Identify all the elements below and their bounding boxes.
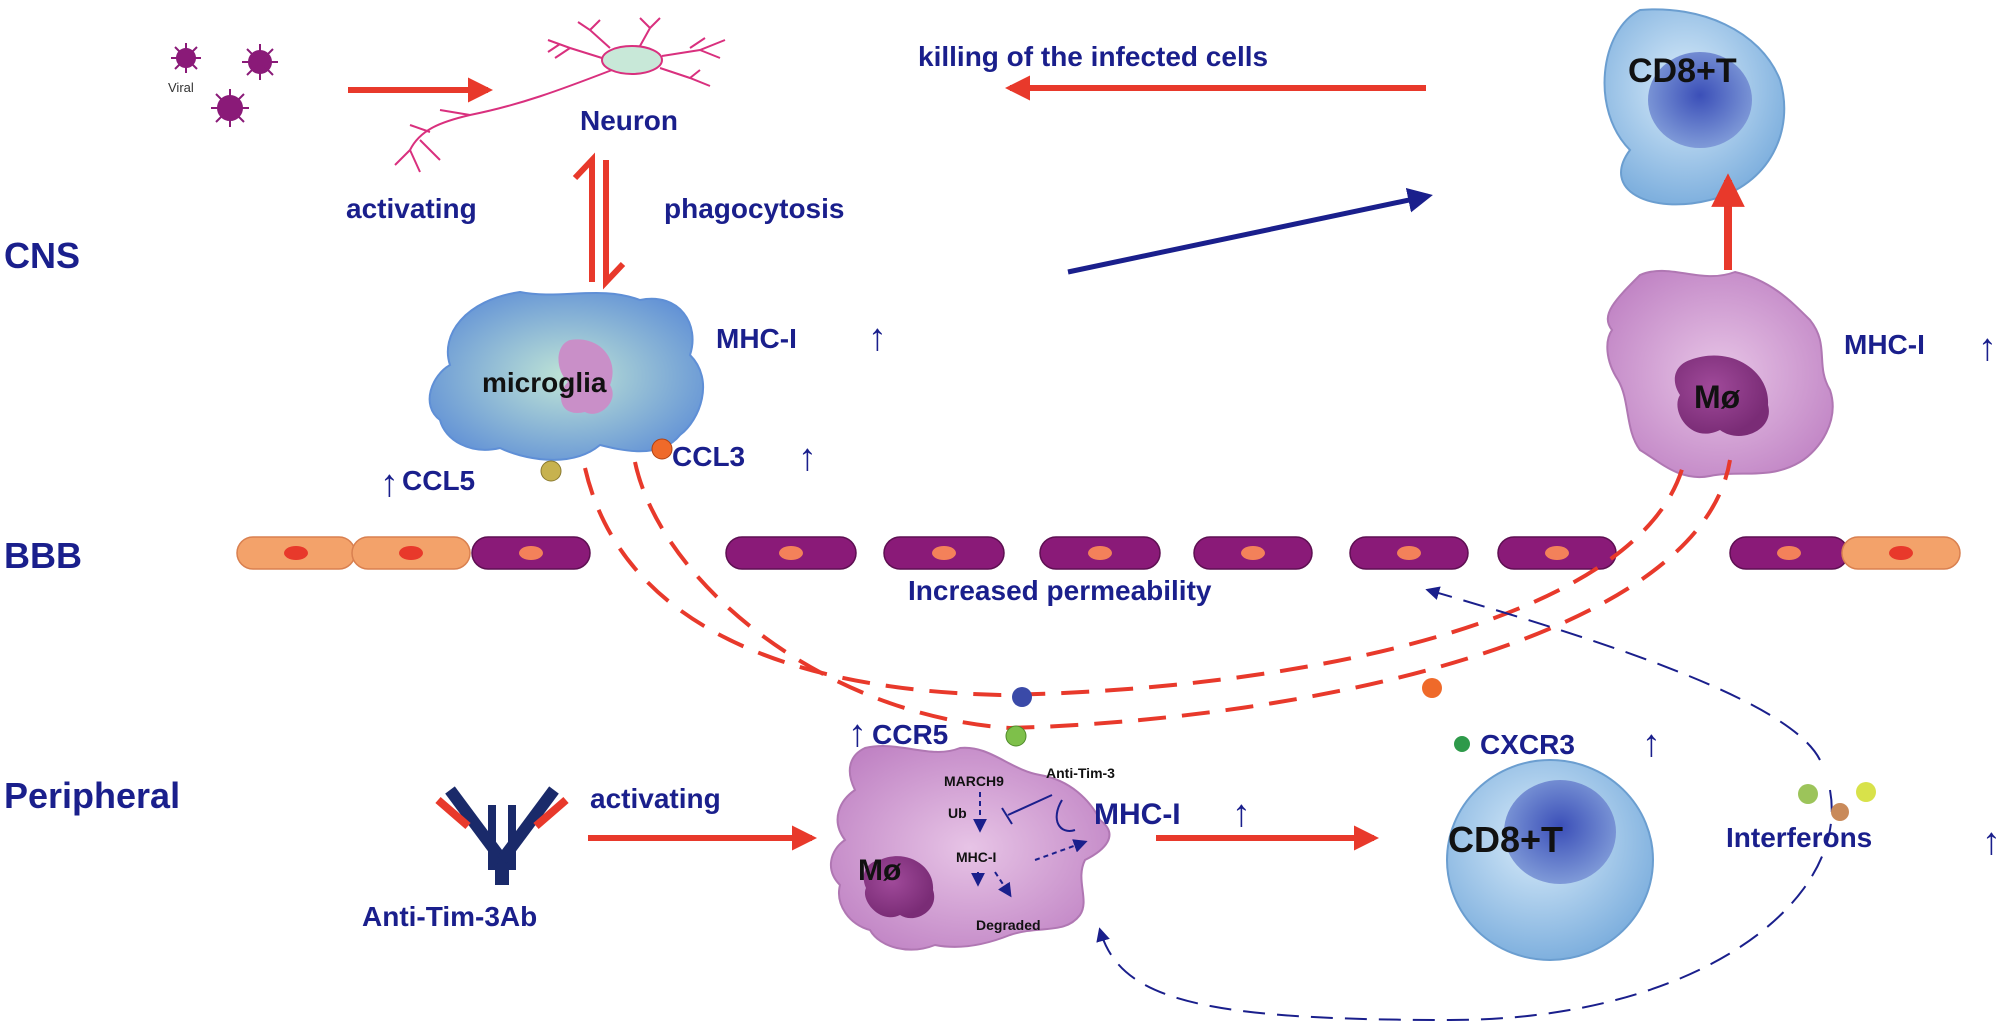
bbb-cell-nucleus bbox=[1777, 546, 1801, 560]
bbb-cell-nucleus bbox=[1889, 546, 1913, 560]
ccr5-label: CCR5 bbox=[872, 719, 948, 750]
migrating-molecule-orange bbox=[1422, 678, 1442, 698]
cell-migration-curves bbox=[583, 457, 1732, 731]
region-peripheral-label: Peripheral bbox=[4, 775, 180, 816]
microglia-cell bbox=[428, 290, 705, 461]
interferons-label: Interferons bbox=[1726, 822, 1872, 853]
mhc-periph-up-arrow: ↑ bbox=[1232, 793, 1251, 835]
cd8-t-cns-label: CD8+T bbox=[1628, 52, 1737, 90]
ccl5-up-arrow: ↑ bbox=[380, 463, 399, 505]
cd8-t-cell-cns bbox=[1603, 8, 1786, 206]
mac-periph-label: Mø bbox=[858, 854, 902, 887]
bbb-cell-nucleus bbox=[1241, 546, 1265, 560]
region-bbb-label: BBB bbox=[4, 535, 82, 576]
virus-label: Viral bbox=[168, 80, 194, 95]
mhc-mac-cns-label: MHC-I bbox=[1844, 329, 1925, 360]
activating-phagocytosis-harpoons bbox=[572, 152, 626, 290]
interferon-molecule-brown bbox=[1831, 803, 1849, 821]
macrophage-peripheral-cell bbox=[830, 745, 1111, 951]
mhc-periph-label: MHC-I bbox=[1094, 798, 1181, 831]
bbb-cell-nucleus bbox=[284, 546, 308, 560]
mhc-inner-label: MHC-I bbox=[956, 849, 996, 865]
march9-pathway-arrows bbox=[971, 792, 1012, 898]
interferon-molecule-green bbox=[1798, 784, 1818, 804]
bbb-cell-nucleus bbox=[779, 546, 803, 560]
mac-cns-label: Mø bbox=[1694, 379, 1741, 415]
macrophage-cns-cell bbox=[1606, 269, 1834, 479]
region-cns-label: CNS bbox=[4, 235, 80, 276]
mhc-microglia-up-arrow: ↑ bbox=[868, 317, 887, 359]
ub-label: Ub bbox=[948, 805, 967, 821]
anti-tim3-label: Anti-Tim-3 bbox=[1046, 765, 1115, 781]
activating-label-top: activating bbox=[346, 193, 477, 224]
ccl3-molecule bbox=[651, 438, 673, 460]
ccl5-label: CCL5 bbox=[402, 465, 475, 496]
interferon-molecule-yellow bbox=[1856, 782, 1876, 802]
phagocytosis-label: phagocytosis bbox=[664, 193, 844, 224]
virus-icon bbox=[171, 43, 278, 127]
mhc-microglia-label: MHC-I bbox=[716, 323, 797, 354]
ccr5-molecule bbox=[1005, 725, 1027, 747]
activating-label-periph: activating bbox=[590, 783, 721, 814]
ccr5-up-arrow: ↑ bbox=[848, 713, 867, 755]
degraded-label: Degraded bbox=[976, 917, 1041, 933]
cd8-t-cell-peripheral bbox=[1446, 759, 1654, 961]
cd8-t-periph-label: CD8+T bbox=[1448, 819, 1563, 860]
antibody-label: Anti-Tim-3Ab bbox=[362, 901, 537, 932]
interferons-up-arrow: ↑ bbox=[1982, 821, 2001, 863]
killing-label: killing of the infected cells bbox=[918, 41, 1268, 72]
antibody-icon bbox=[435, 786, 569, 885]
ccl5-molecule bbox=[540, 460, 562, 482]
march9-label: MARCH9 bbox=[944, 773, 1004, 789]
cxcr3-molecule bbox=[1454, 736, 1470, 752]
cxcr3-label: CXCR3 bbox=[1480, 729, 1575, 760]
bbb-cell-nucleus bbox=[1545, 546, 1569, 560]
bbb-cell-nucleus bbox=[932, 546, 956, 560]
neuron-icon bbox=[394, 17, 726, 173]
ccl3-up-arrow: ↑ bbox=[798, 437, 817, 479]
microglia-label: microglia bbox=[482, 367, 607, 398]
permeability-label: Increased permeability bbox=[908, 575, 1212, 606]
bbb-cell-nucleus bbox=[519, 546, 543, 560]
blood-brain-barrier bbox=[236, 536, 1961, 570]
cxcr3-up-arrow: ↑ bbox=[1642, 723, 1661, 765]
bbb-cell-nucleus bbox=[399, 546, 423, 560]
neuron-label: Neuron bbox=[580, 105, 678, 136]
interferon-feedback-curves bbox=[1096, 586, 1833, 1022]
ccl3-label: CCL3 bbox=[672, 441, 745, 472]
bbb-cell-nucleus bbox=[1088, 546, 1112, 560]
migrating-molecule-blue bbox=[1012, 687, 1032, 707]
mhc-mac-cns-up-arrow: ↑ bbox=[1978, 327, 1997, 369]
tim3-inhibition-mark bbox=[1001, 794, 1076, 832]
microglia-to-cd8-arrow bbox=[1067, 187, 1433, 275]
bbb-cell-nucleus bbox=[1397, 546, 1421, 560]
